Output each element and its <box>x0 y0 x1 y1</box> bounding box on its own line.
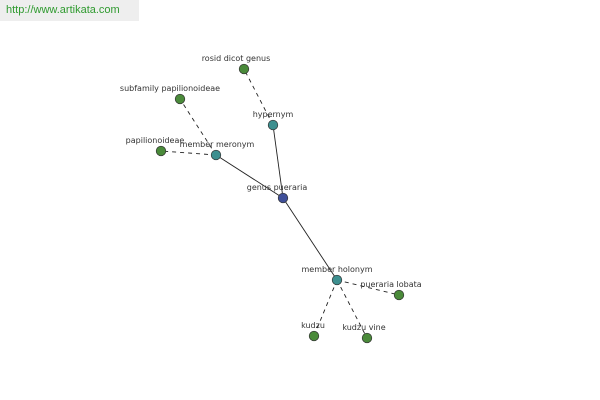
edge-center-to-hypernym <box>272 124 284 199</box>
term-label-pueraria-lobata[interactable]: pueraria lobata <box>360 280 421 289</box>
relation-node-hypernym[interactable] <box>267 119 279 131</box>
term-label-rosid-dicot-genus[interactable]: rosid dicot genus <box>202 54 271 63</box>
edge-center-to-member-holonym <box>282 197 338 281</box>
term-node-rosid-dicot-genus[interactable] <box>238 63 250 75</box>
graph-nodes <box>155 63 405 344</box>
edge-member-meronym-to-subfamily-papilionoideae <box>179 98 217 156</box>
term-node-papilionoideae[interactable] <box>155 145 167 157</box>
term-node-kudzu[interactable] <box>308 330 320 342</box>
relation-label-member-holonym[interactable]: member holonym <box>301 265 372 274</box>
edge-member-meronym-to-papilionoideae <box>160 150 217 156</box>
edge-center-to-member-meronym <box>215 154 284 199</box>
term-node-kudzu-vine[interactable] <box>361 332 373 344</box>
graph-edges <box>160 68 400 339</box>
graph-labels: genus pueraria hypernym member meronym memb… <box>120 54 422 332</box>
relation-node-member-meronym[interactable] <box>210 149 222 161</box>
edge-member-holonym-to-pueraria-lobata <box>336 279 400 296</box>
term-node-pueraria-lobata[interactable] <box>393 289 405 301</box>
term-node-subfamily-papilionoideae[interactable] <box>174 93 186 105</box>
edge-member-holonym-to-kudzu-vine <box>336 279 368 339</box>
edge-member-holonym-to-kudzu <box>313 279 338 337</box>
edge-hypernym-to-rosid-dicot-genus <box>243 68 274 126</box>
term-label-papilionoideae[interactable]: papilionoideae <box>126 136 185 145</box>
term-label-subfamily-papilionoideae[interactable]: subfamily papilionoideae <box>120 84 220 93</box>
center-label-genus-pueraria[interactable]: genus pueraria <box>247 183 308 192</box>
center-node-genus-pueraria[interactable] <box>277 192 289 204</box>
relation-label-hypernym[interactable]: hypernym <box>253 110 294 119</box>
source-url-label[interactable]: http://www.artikata.com <box>0 0 139 21</box>
term-label-kudzu[interactable]: kudzu <box>301 321 325 330</box>
term-label-kudzu-vine[interactable]: kudzu vine <box>342 323 385 332</box>
relation-node-member-holonym[interactable] <box>331 274 343 286</box>
relation-label-member-meronym[interactable]: member meronym <box>180 140 255 149</box>
